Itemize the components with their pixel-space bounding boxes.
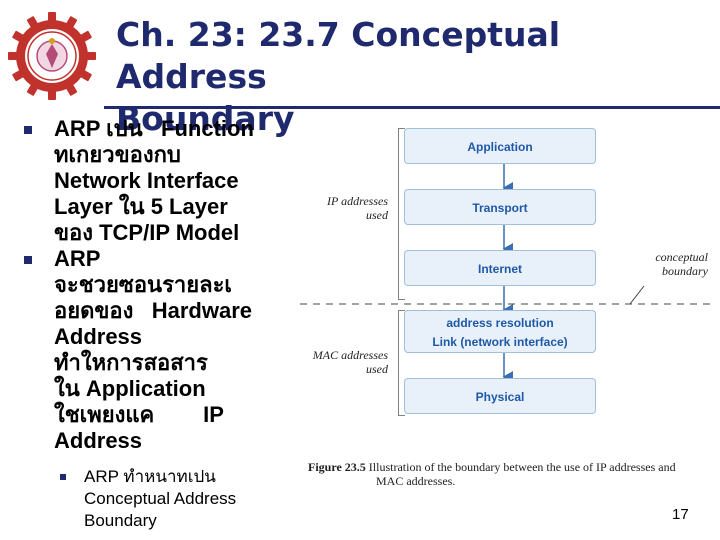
bullet-text: ทเกยวของกบ <box>54 142 181 167</box>
ip-bracket <box>398 128 405 300</box>
page-title: Ch. 23: 23.7 Conceptual Address Boundary <box>116 14 716 140</box>
bullet-square-icon <box>24 126 32 134</box>
sub-bullet-item: ARP ทำหนาทเปน Conceptual Address Boundar… <box>20 466 310 532</box>
title-line-2: Boundary <box>116 99 295 138</box>
caption-text-line-2: MAC addresses. <box>376 474 456 488</box>
bullet-text: ใน Application <box>54 376 206 401</box>
bullet-list: ARP เปน Function ทเกยวของกบ Network Inte… <box>20 116 310 532</box>
bullet-text: อยดของ Hardware <box>54 298 252 323</box>
bullet-text: ทำใหการสอสาร <box>54 350 208 375</box>
sub-bullet-text: Conceptual Address <box>84 489 237 508</box>
page-number: 17 <box>672 506 689 523</box>
layer-label: Physical <box>475 390 525 404</box>
layer-internet: Internet <box>404 250 596 286</box>
mac-label-line: used <box>366 362 388 376</box>
layer-physical: Physical <box>404 378 596 414</box>
bullet-text: Network Interface <box>54 168 239 193</box>
bullet-text: Address <box>54 324 143 349</box>
boundary-pointer <box>629 285 645 305</box>
bullet-text: จะชวยซอนรายละเ <box>54 272 232 297</box>
layer-transport: Transport <box>404 189 596 225</box>
title-divider <box>104 106 720 109</box>
caption-text: Illustration of the boundary between the… <box>365 460 676 474</box>
bullet-square-icon <box>24 256 32 264</box>
university-emblem-icon <box>8 12 96 100</box>
mac-label-line: MAC addresses <box>312 348 388 362</box>
bullet-text: ใชเพยงแค IP <box>54 402 224 427</box>
layer-label: Link (network interface) <box>432 335 568 349</box>
layer-link: address resolution Link (network interfa… <box>404 310 596 353</box>
diagram-arrows <box>300 163 716 383</box>
layer-application: Application <box>404 128 596 164</box>
bullet-text: Layer ใน 5 Layer <box>54 194 228 219</box>
figure-number: Figure 23.5 <box>308 460 366 474</box>
bullet-item: ARP เปน Function ทเกยวของกบ Network Inte… <box>20 116 310 246</box>
boundary-label-line: conceptual <box>655 250 708 264</box>
layer-label: Transport <box>472 201 528 215</box>
bullet-text: Address <box>54 428 143 453</box>
sub-bullet-text: ARP ทำหนาทเปน <box>84 467 216 486</box>
bullet-text: ARP <box>54 246 101 271</box>
mac-addresses-label: MAC addresses used <box>296 348 388 376</box>
sub-bullet-text: Boundary <box>84 511 157 530</box>
address-resolution-label: address resolution <box>446 316 554 330</box>
protocol-stack-diagram: Application Transport Internet address r… <box>296 122 720 462</box>
boundary-label-line: boundary <box>662 264 708 278</box>
figure-caption: Figure 23.5 Illustration of the boundary… <box>308 460 712 488</box>
mac-bracket <box>398 310 405 416</box>
layer-label: Application <box>467 140 533 154</box>
sub-bullet-square-icon <box>60 474 66 480</box>
title-line-1: Ch. 23: 23.7 Conceptual Address <box>116 15 561 96</box>
bullet-text: ARP เปน Function <box>54 116 254 141</box>
bullet-item: ARP จะชวยซอนรายละเ อยดของ Hardware Addre… <box>20 246 310 454</box>
conceptual-boundary-label: conceptual boundary <box>636 250 708 278</box>
bullet-text: ของ TCP/IP Model <box>54 220 240 245</box>
ip-label-line: IP addresses <box>327 194 388 208</box>
ip-label-line: used <box>366 208 388 222</box>
ip-addresses-label: IP addresses used <box>304 194 388 222</box>
layer-label: Internet <box>477 262 522 276</box>
